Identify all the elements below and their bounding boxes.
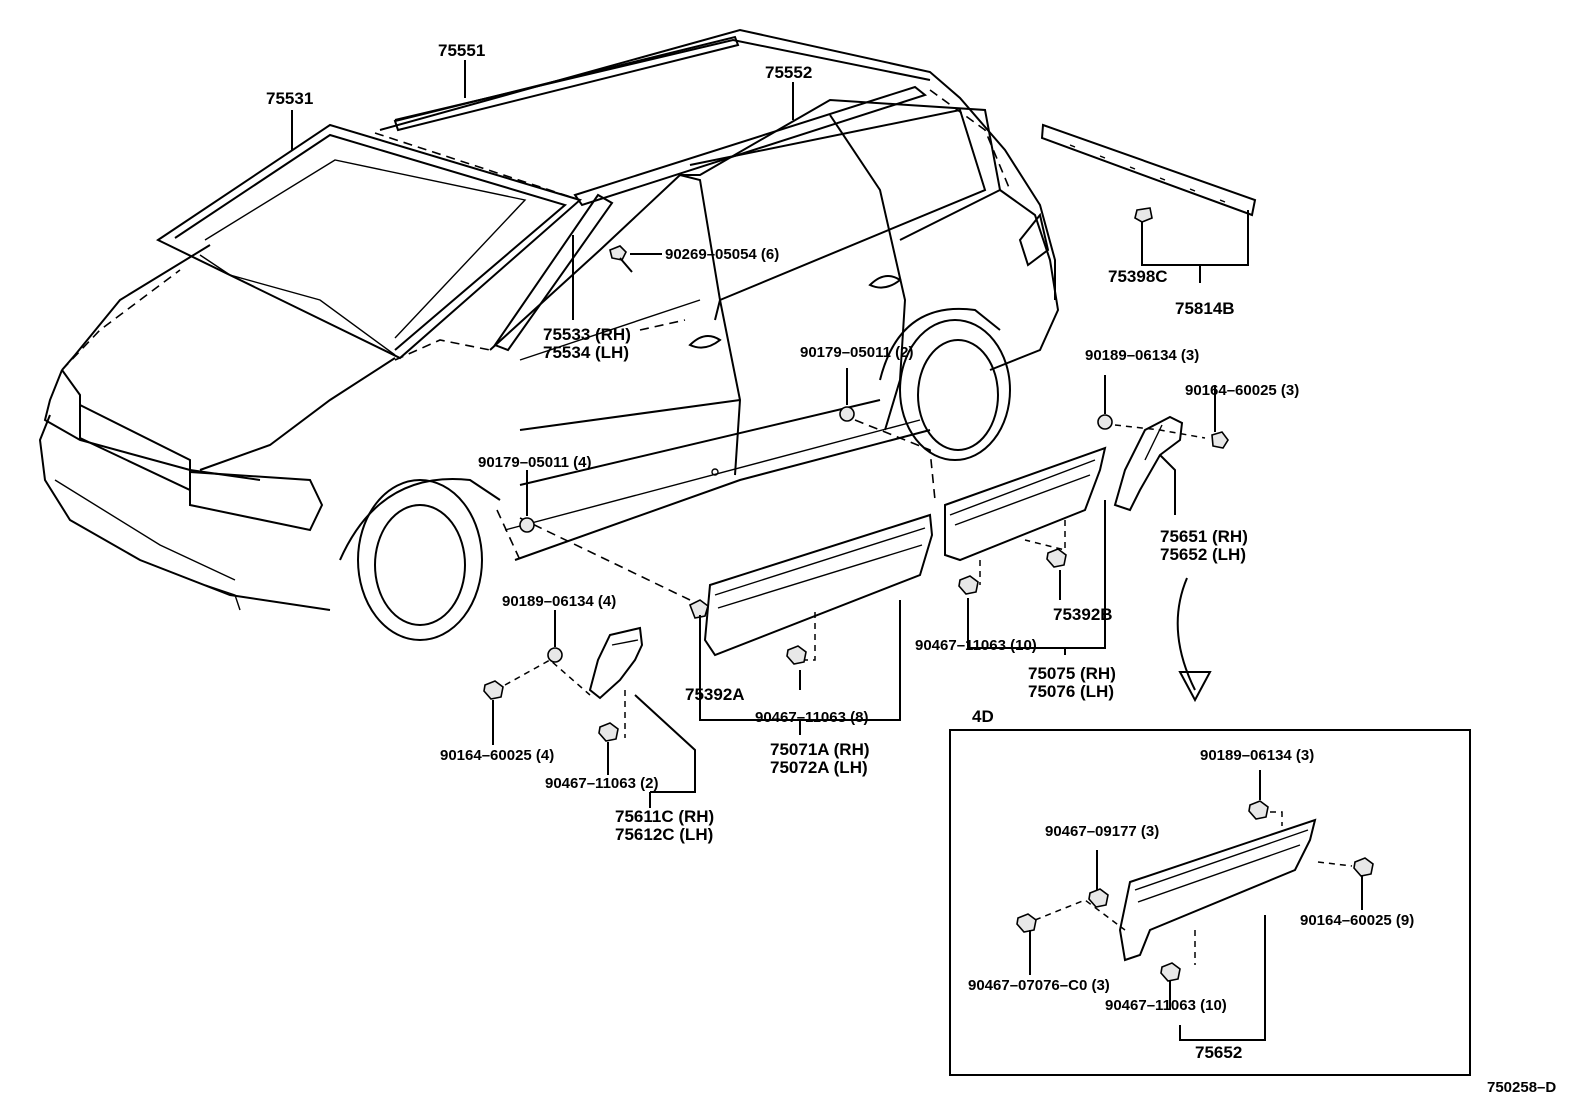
label-75612c: 75612C (LH) (615, 825, 713, 844)
label-90164a: 90164–60025 (3) (1185, 382, 1299, 399)
label-90179a: 90179–05011 (2) (800, 344, 913, 361)
inset-4d (949, 729, 1471, 1076)
label-90467b: 90467–11063 (8) (755, 709, 868, 726)
body-fasteners (291, 60, 936, 533)
label-90467a: 90467–11063 (10) (915, 637, 1037, 654)
mud-guard-75651 (1097, 375, 1229, 703)
label-90467d: 90467–09177 (3) (1045, 823, 1159, 840)
label-75652b: 75652 (1195, 1043, 1242, 1062)
label-75531: 75531 (266, 89, 313, 108)
label-90189a: 90189–06134 (3) (1085, 347, 1199, 364)
label-90467f: 90467–11063 (10) (1105, 997, 1227, 1014)
molding-75071a (519, 513, 934, 735)
label-75392a: 75392A (685, 685, 745, 704)
label-75392b: 75392B (1053, 605, 1113, 624)
inset-label: 4D (972, 707, 994, 726)
label-75071a: 75071A (RH) (770, 740, 870, 759)
label-75076: 75076 (LH) (1028, 682, 1114, 701)
label-75072a: 75072A (LH) (770, 758, 868, 777)
label-90189b: 90189–06134 (4) (502, 593, 616, 610)
label-90467c: 90467–11063 (2) (545, 775, 658, 792)
mud-guard-75611c (483, 610, 696, 808)
diagram-id: 750258–D (1487, 1079, 1556, 1096)
label-90164c: 90164–60025 (9) (1300, 912, 1414, 929)
label-90467e: 90467–07076–C0 (3) (968, 977, 1110, 994)
label-75652a: 75652 (LH) (1160, 545, 1246, 564)
label-90269: 90269–05054 (6) (665, 246, 779, 263)
molding-75075 (944, 446, 1107, 655)
van-illustration (38, 28, 1060, 641)
molding-75814b (1040, 123, 1257, 283)
label-75611c: 75611C (RH) (615, 807, 714, 826)
label-90164b: 90164–60025 (4) (440, 747, 554, 764)
label-90189c: 90189–06134 (3) (1200, 747, 1314, 764)
label-75814b: 75814B (1175, 299, 1235, 318)
label-75533: 75533 (RH) (543, 325, 631, 344)
label-75534: 75534 (LH) (543, 343, 629, 362)
label-90179b: 90179–05011 (4) (478, 454, 591, 471)
label-75651: 75651 (RH) (1160, 527, 1248, 546)
label-75551: 75551 (438, 41, 485, 60)
label-75552: 75552 (765, 63, 812, 82)
label-75075: 75075 (RH) (1028, 664, 1116, 683)
label-75398c: 75398C (1108, 267, 1168, 286)
part-labels: 75551 75531 75552 90269–05054 (6) 75533 … (266, 41, 1556, 1096)
